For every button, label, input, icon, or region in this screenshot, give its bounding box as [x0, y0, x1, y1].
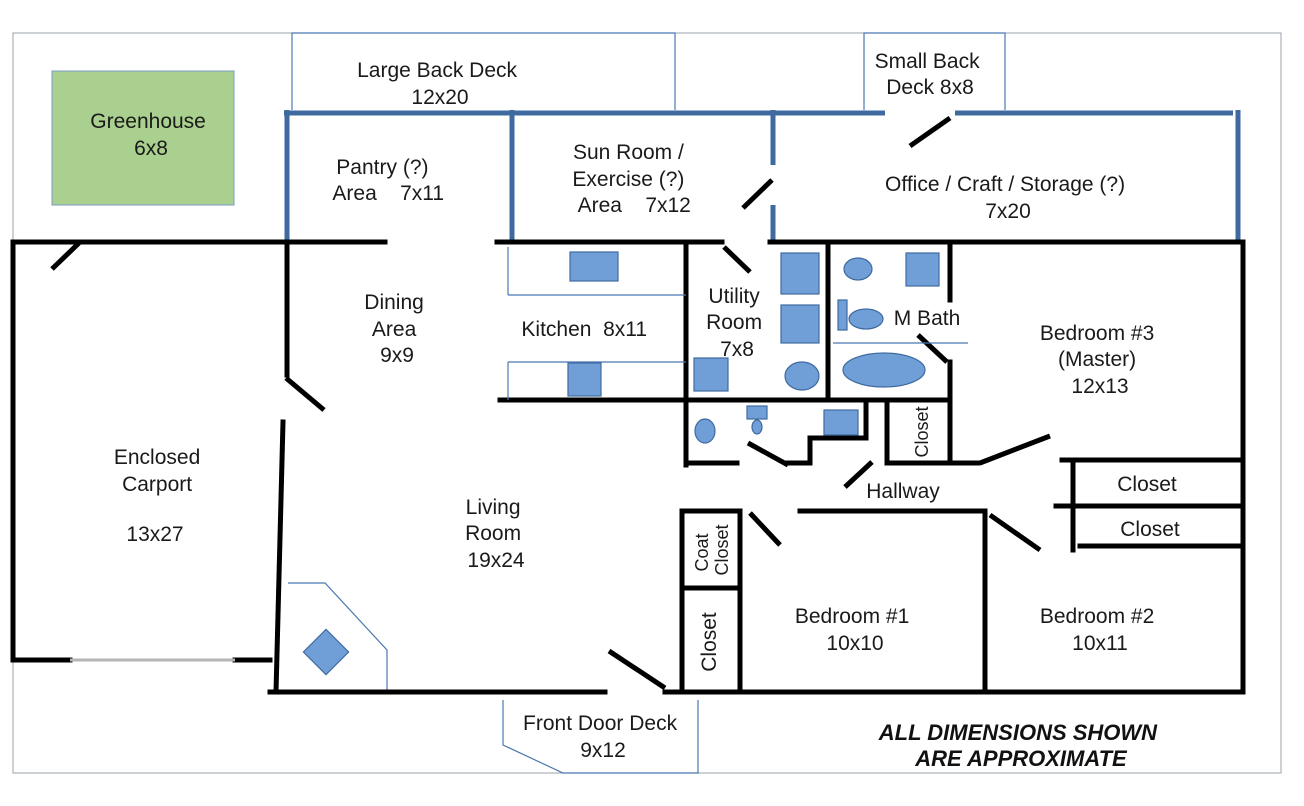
kitchen-label: Kitchen 8x11: [0, 0, 665, 341]
living-room-label: Living Room 19x24: [465, 496, 527, 572]
large-back-deck-outline: [291, 32, 676, 110]
bedroom2-label: Bedroom #2 10x11: [1040, 605, 1160, 655]
dimensions-note: ALL DIMENSIONS SHOWN ARE APPROXIMATE: [878, 720, 1163, 771]
m-bath-label: M Bath: [894, 307, 961, 330]
office-door: [908, 115, 952, 149]
carport-label: Enclosed Carport 13x27: [114, 446, 206, 546]
closet-right-2-label: Closet: [1120, 518, 1180, 541]
door-swings: [50, 241, 1051, 691]
coat-closet-label: Coat Closet: [692, 524, 732, 575]
large-back-deck-label: Large Back Deck 12x20: [357, 59, 523, 109]
small-back-deck-label: Small Back Deck 8x8: [875, 50, 986, 99]
bedroom3-label: Bedroom #3 (Master) 12x13: [1040, 322, 1160, 398]
office-label: Office / Craft / Storage (?) 7x20: [885, 173, 1131, 223]
bedroom1-label: Bedroom #1 10x10: [795, 605, 915, 655]
fixtures: [302, 251, 940, 676]
sun-room-label: Sun Room / Exercise (?) Area 7x12: [0, 0, 714, 217]
hallway-label: Hallway: [866, 480, 940, 503]
pantry-label: Pantry (?) Area 7x11: [0, 0, 462, 205]
fireplace-outline: [288, 582, 388, 690]
closet-right-1-label: Closet: [1117, 473, 1177, 496]
greenhouse-label: Greenhouse 6x8: [90, 110, 211, 160]
lower-closet-label: Closet: [698, 612, 721, 672]
front-deck-outline: [502, 700, 699, 774]
addition-walls: [284, 110, 1241, 240]
bath-closet-label: Closet: [912, 406, 932, 457]
greenhouse-shape: [51, 70, 235, 206]
dining-label: Dining Area 9x9: [364, 291, 429, 367]
house-walls: [10, 239, 1246, 695]
front-deck-label: Front Door Deck 9x12: [523, 712, 683, 762]
small-back-deck-outline: [863, 32, 1006, 110]
utility-label: Utility Room 7x8: [706, 285, 768, 361]
sun-room-door: [741, 178, 774, 210]
